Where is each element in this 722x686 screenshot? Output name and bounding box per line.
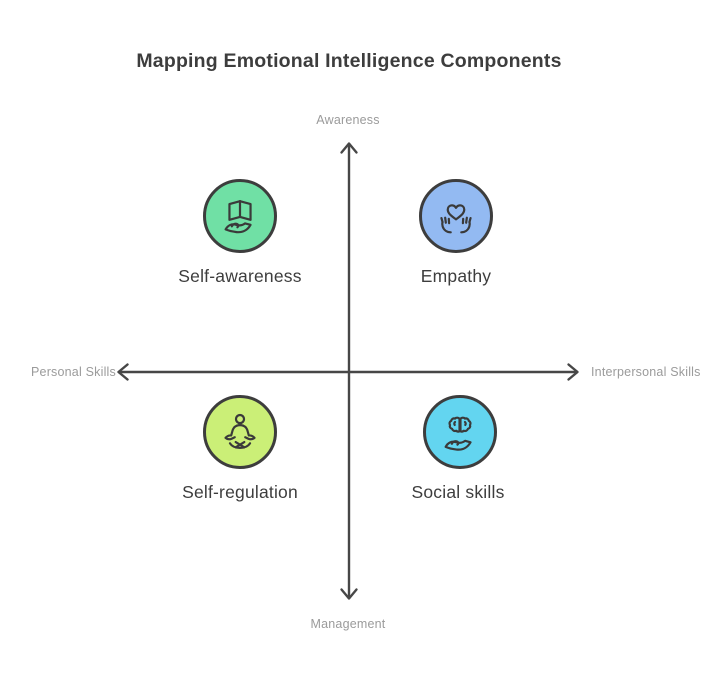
up-arrowhead-icon — [340, 142, 358, 154]
axis-label-awareness: Awareness — [316, 113, 380, 127]
meditating-person-icon — [224, 413, 256, 450]
quadrant-label: Empathy — [420, 266, 492, 286]
heart-in-hands-icon — [440, 204, 472, 234]
brain-in-hand-icon — [444, 416, 472, 451]
social-skills-icon-circle — [423, 395, 497, 469]
quadrant-label: Social skills — [411, 482, 505, 502]
quadrant-label: Self-awareness — [178, 266, 302, 286]
down-arrowhead-icon — [340, 588, 358, 600]
left-arrowhead-icon — [117, 363, 129, 381]
page-title: Mapping Emotional Intelligence Component… — [136, 50, 562, 72]
self-regulation-icon-circle — [203, 395, 277, 469]
axis-label-interpersonal-skills: Interpersonal Skills — [591, 365, 701, 379]
axis-label-personal-skills: Personal Skills — [31, 365, 116, 379]
right-arrowhead-icon — [567, 363, 579, 381]
empathy-icon-circle — [419, 179, 493, 253]
quadrant-label: Self-regulation — [182, 482, 298, 502]
axis-label-management: Management — [310, 617, 386, 631]
self-awareness-icon-circle — [203, 179, 277, 253]
open-book-icon — [224, 200, 252, 234]
